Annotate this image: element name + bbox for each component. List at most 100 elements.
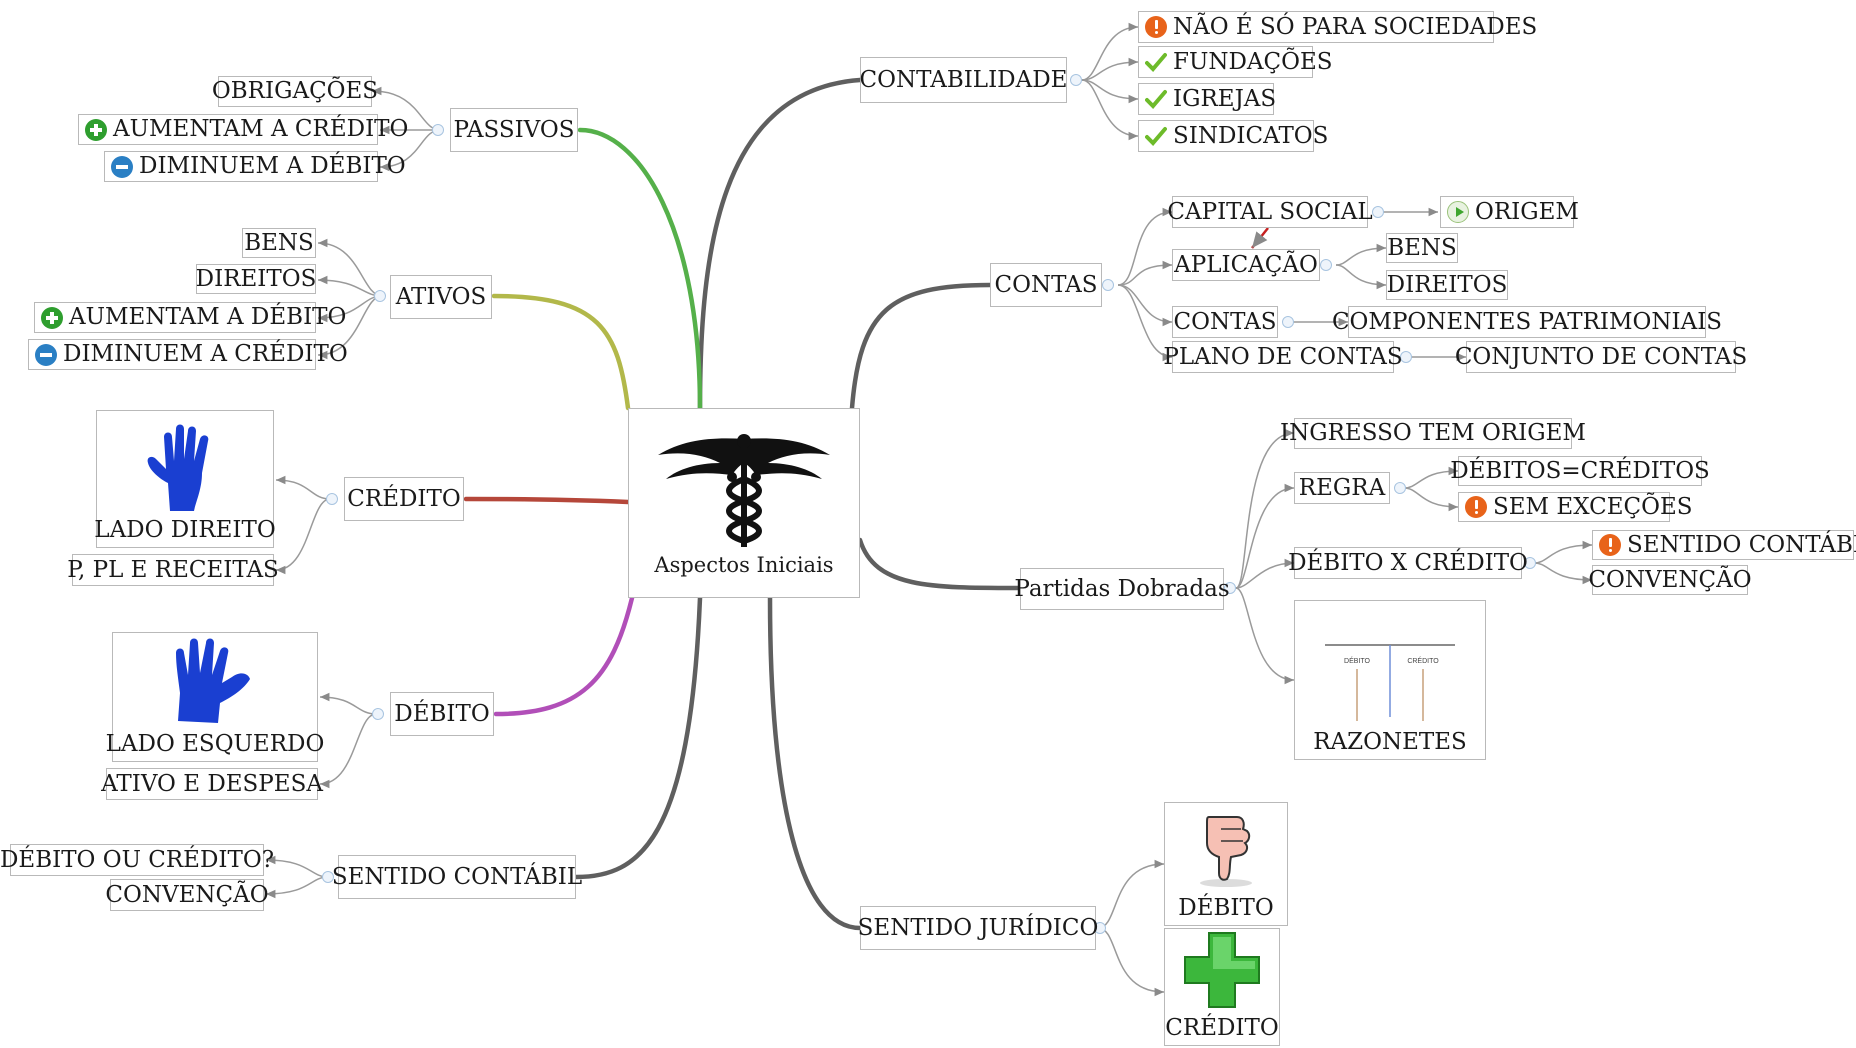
subtopic-label: SENTIDO CONTÁBIL (1627, 531, 1856, 558)
collapse-toggle-capital-social[interactable] (1372, 206, 1384, 218)
subtopic-lado-esquerdo[interactable]: LADO ESQUERDO (106, 632, 324, 762)
subtopic-p-pl-receitas[interactable]: P, PL E RECEITAS (67, 554, 279, 586)
topic-partidas-dobradas[interactable]: Partidas Dobradas (1014, 568, 1230, 610)
checkmark-icon (1145, 125, 1167, 147)
subtopic-diminuem-a-credito[interactable]: DIMINUEM A CRÉDITO (28, 339, 348, 370)
subtopic-convencao[interactable]: CONVENÇÃO (1588, 565, 1752, 595)
right-hand-icon (147, 424, 209, 511)
topic-passivos[interactable]: PASSIVOS (450, 108, 578, 152)
collapse-toggle-passivos[interactable] (432, 124, 444, 136)
subtopic-ingresso-tem-origem[interactable]: INGRESSO TEM ORIGEM (1280, 418, 1586, 449)
collapse-toggle-debito-x-credito[interactable] (1524, 557, 1536, 569)
checkmark-icon (1145, 88, 1167, 110)
subtopic-label: SEM EXCEÇÕES (1493, 493, 1693, 520)
collapse-toggle-sentido-contabil[interactable] (322, 871, 334, 883)
subtopic-contas[interactable]: CONTAS (1172, 306, 1278, 338)
topic-contabilidade[interactable]: CONTABILIDADE (860, 57, 1067, 103)
subtopic-bens-ativos[interactable]: BENS (242, 228, 316, 258)
subtopic-obrigacoes[interactable]: OBRIGAÇÕES (212, 76, 378, 107)
topic-sentido-contabil[interactable]: SENTIDO CONTÁBIL (332, 855, 582, 899)
warning-icon (1145, 16, 1167, 38)
branch-contabilidade (697, 77, 863, 411)
branch-contas (849, 282, 993, 411)
collapse-toggle-contabilidade[interactable] (1070, 74, 1082, 86)
topic-debito[interactable]: DÉBITO (390, 692, 494, 736)
subtopic-nao-e-so[interactable]: NÃO É SÓ PARA SOCIEDADES (1138, 11, 1537, 43)
branch-sentido-juridico (767, 595, 863, 931)
subtopic-label: FUNDAÇÕES (1173, 48, 1333, 75)
subtopic-label: IGREJAS (1173, 85, 1277, 112)
collapse-toggle-aplicacao[interactable] (1320, 259, 1332, 271)
branch-credito (463, 496, 631, 505)
subtopic-debito-x-credito[interactable]: DÉBITO X CRÉDITO (1288, 547, 1528, 579)
subtopic-sentido-contabil[interactable]: SENTIDO CONTÁBIL (1592, 530, 1856, 560)
collapse-toggle-credito[interactable] (326, 493, 338, 505)
subtopic-direitos[interactable]: DIREITOS (1386, 270, 1508, 300)
subtopic-aumentam-a-debito[interactable]: AUMENTAM A DÉBITO (34, 302, 346, 333)
subtopic-aplicacao[interactable]: APLICAÇÃO (1172, 249, 1320, 281)
subtopic-lado-direito[interactable]: LADO DIREITO (94, 410, 276, 548)
topic-ativos[interactable]: ATIVOS (390, 275, 492, 319)
subtopic-sem-excecoes[interactable]: SEM EXCEÇÕES (1458, 492, 1693, 522)
subtopic-label: ORIGEM (1475, 198, 1579, 225)
green-plus-icon (1184, 932, 1260, 1008)
red-link-arrow (1251, 227, 1269, 249)
warning-icon (1465, 496, 1487, 518)
subtopic-label: AUMENTAM A DÉBITO (69, 304, 347, 330)
subtopic-convencao-left[interactable]: CONVENÇÃO (105, 879, 269, 911)
subtopic-origem[interactable]: ORIGEM (1440, 196, 1579, 228)
plus-icon (85, 118, 107, 141)
subtopic-igrejas[interactable]: IGREJAS (1138, 83, 1277, 115)
subtopic-direitos-ativos[interactable]: DIREITOS (196, 264, 316, 294)
collapse-toggle-partidas[interactable] (1224, 582, 1236, 594)
juridico-debito-label: DÉBITO (1178, 895, 1274, 921)
subtopic-regra[interactable]: REGRA (1294, 472, 1390, 504)
subtopic-juridico-debito[interactable]: DÉBITO (1164, 802, 1288, 926)
checkmark-icon (1145, 51, 1167, 73)
subtopic-label: DIMINUEM A CRÉDITO (63, 341, 348, 367)
topic-sentido-juridico[interactable]: SENTIDO JURÍDICO (858, 906, 1098, 950)
minus-icon (35, 343, 57, 366)
branch-debito (493, 595, 635, 717)
left-hand-icon (176, 638, 250, 723)
topic-credito[interactable]: CRÉDITO (344, 477, 464, 521)
play-icon (1447, 201, 1469, 223)
branch-ativos (491, 293, 631, 411)
razonete-debito-label: DÉBITO (1344, 656, 1370, 665)
subtopic-plano-de-contas[interactable]: PLANO DE CONTAS (1163, 341, 1403, 373)
subtopic-conjunto-de-contas[interactable]: CONJUNTO DE CONTAS (1455, 341, 1747, 373)
subtopic-label: NÃO É SÓ PARA SOCIEDADES (1173, 13, 1538, 40)
topic-contas[interactable]: CONTAS (990, 263, 1102, 307)
subtopic-razonetes[interactable]: DÉBITO CRÉDITO RAZONETES (1294, 600, 1486, 760)
subtopic-bens[interactable]: BENS (1386, 233, 1458, 263)
subtopic-capital-social[interactable]: CAPITAL SOCIAL (1167, 196, 1373, 228)
subtopic-componentes-patrimoniais[interactable]: COMPONENTES PATRIMONIAIS (1332, 306, 1722, 338)
subtopic-fundacoes[interactable]: FUNDAÇÕES (1138, 46, 1333, 78)
collapse-toggle-plano[interactable] (1400, 351, 1412, 363)
central-topic-title: Aspectos Iniciais (654, 553, 834, 577)
collapse-toggle-contas[interactable] (1102, 279, 1114, 291)
subtopic-label: AUMENTAM A CRÉDITO (113, 116, 409, 142)
minus-icon (111, 155, 133, 178)
subtopic-debito-ou-credito[interactable]: DÉBITO OU CRÉDITO? (0, 844, 274, 876)
t-account-icon: DÉBITO CRÉDITO (1325, 644, 1455, 721)
subtopic-juridico-credito[interactable]: CRÉDITO (1164, 928, 1280, 1046)
plus-icon (41, 306, 63, 329)
collapse-toggle-debito[interactable] (372, 708, 384, 720)
warning-icon (1599, 534, 1621, 556)
subtopic-debitos-creditos[interactable]: DÉBITOS=CRÉDITOS (1450, 456, 1710, 486)
subtopic-aumentam-a-credito[interactable]: AUMENTAM A CRÉDITO (78, 114, 408, 145)
collapse-toggle-ativos[interactable] (374, 290, 386, 302)
central-topic[interactable]: Aspectos Iniciais (628, 408, 860, 598)
razonetes-label: RAZONETES (1313, 729, 1467, 755)
razonete-credito-label: CRÉDITO (1407, 656, 1439, 665)
caduceus-icon (658, 434, 830, 547)
collapse-toggle-regra[interactable] (1394, 482, 1406, 494)
juridico-credito-label: CRÉDITO (1165, 1015, 1279, 1041)
subtopic-ativo-e-despesa[interactable]: ATIVO E DESPESA (101, 768, 323, 800)
collapse-toggle-contas-sub[interactable] (1282, 316, 1294, 328)
subtopic-sindicatos[interactable]: SINDICATOS (1138, 120, 1328, 152)
subtopic-diminuem-a-debito[interactable]: DIMINUEM A DÉBITO (104, 151, 406, 182)
branch-passivos (577, 127, 703, 411)
